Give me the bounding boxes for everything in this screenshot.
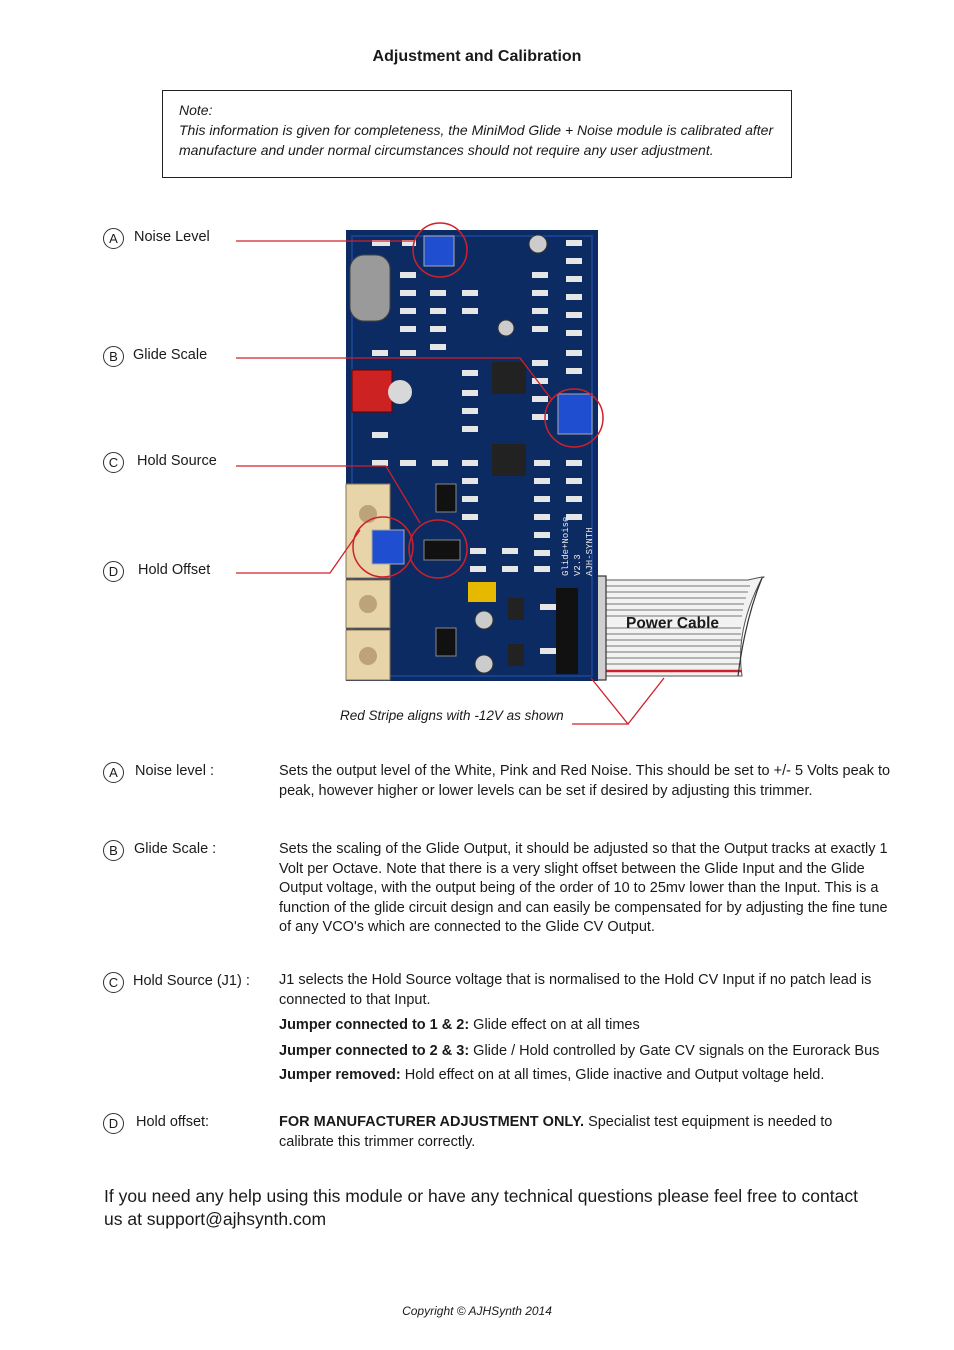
jumper-3: Jumper removed: Hold effect on at all ti… [279, 1067, 825, 1083]
stripe-caption: Red Stripe aligns with -12V as shown [340, 708, 564, 723]
desc-label-d: Hold offset: [136, 1114, 210, 1130]
desc-marker-b: B [103, 840, 124, 861]
note-text: This information is given for completene… [179, 122, 774, 158]
ic1 [492, 362, 526, 394]
highlight-d [352, 516, 414, 578]
highlight-c [408, 519, 468, 579]
page-title: Adjustment and Calibration [372, 48, 582, 65]
desc-d-paragraph: FOR MANUFACTURER ADJUSTMENT ONLY. Specia… [279, 1114, 833, 1150]
pcb-text-2: V2.3 [573, 554, 583, 576]
trimmer-hold-offset [371, 529, 405, 565]
desc-a-paragraph: Sets the output level of the White, Pink… [279, 763, 891, 799]
desc-text-b: Sets the scaling of the Glide Output, it… [279, 840, 891, 938]
marker-c: C [103, 452, 124, 473]
ribbon-cable [603, 576, 765, 677]
copyright: Copyright © AJHSynth 2014 [402, 1304, 552, 1318]
desc-b-paragraph: Sets the scaling of the Glide Output, it… [279, 841, 888, 935]
desc-text-d: FOR MANUFACTURER ADJUSTMENT ONLY. Specia… [279, 1113, 891, 1152]
desc-text-a: Sets the output level of the White, Pink… [279, 762, 891, 801]
highlight-b [544, 388, 604, 448]
pcb-text-3: AJH-SYNTH [585, 527, 595, 576]
trimmer-glide-scale [557, 393, 593, 435]
jumper-1: Jumper connected to 1 & 2: Glide effect … [279, 1017, 640, 1033]
leader-stripe [572, 677, 630, 725]
highlight-a [412, 222, 468, 278]
pcb-diagram: Glide+Noise V2.3 AJH-SYNTH Power Cable [236, 222, 765, 725]
desc-c-paragraph: J1 selects the Hold Source voltage that … [279, 972, 872, 1008]
leader-b [236, 357, 553, 401]
desc-label-c: Hold Source (J1) : [133, 973, 250, 989]
marker-a: A [103, 228, 124, 249]
desc-marker-c: C [103, 972, 124, 993]
label-noise-level: Noise Level [134, 229, 210, 245]
jack-sockets [345, 483, 391, 681]
power-cable-label: Power Cable [626, 615, 719, 632]
leader-c [236, 465, 421, 524]
label-hold-source: Hold Source [137, 453, 217, 469]
label-glide-scale: Glide Scale [133, 347, 208, 363]
desc-marker-d: D [103, 1113, 124, 1134]
desc-marker-a: A [103, 762, 124, 783]
note-heading: Note: [179, 102, 213, 118]
help-text: If you need any help using this module o… [104, 1186, 858, 1229]
note-box: Note: This information is given for comp… [162, 90, 792, 178]
desc-label-a: Noise level : [135, 763, 214, 779]
trimmer-noise-level [423, 235, 455, 267]
marker-d: D [103, 561, 124, 582]
label-hold-offset: Hold Offset [138, 562, 211, 578]
desc-label-b: Glide Scale : [134, 841, 217, 857]
desc-text-c: J1 selects the Hold Source voltage that … [279, 971, 891, 1086]
jumper-2: Jumper connected to 2 & 3: Glide / Hold … [279, 1042, 880, 1059]
leader-d [236, 529, 361, 574]
ic2 [492, 444, 526, 476]
pcb-text-1: Glide+Noise [561, 517, 571, 576]
marker-b: B [103, 346, 124, 367]
